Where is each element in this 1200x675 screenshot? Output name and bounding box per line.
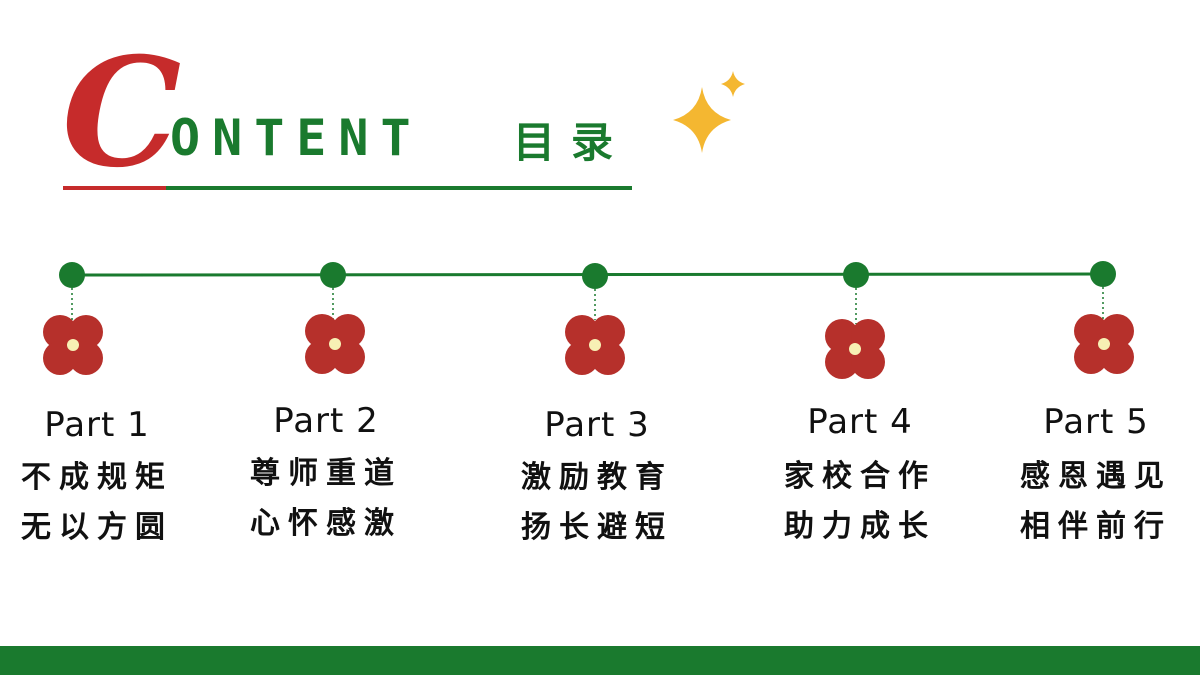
- section-line-1: 不成规矩: [21, 460, 173, 495]
- timeline-node-2: [305, 262, 365, 374]
- title-mulu: 目录: [513, 118, 630, 167]
- section-part-label: Part 3: [544, 405, 650, 445]
- section-line-2: 无以方圆: [21, 510, 173, 545]
- timeline: [43, 261, 1134, 379]
- section-line-2: 心怀感激: [250, 506, 402, 541]
- sparkle-icon: [673, 71, 745, 153]
- timeline-dot: [59, 262, 85, 288]
- section-part-label: Part 4: [807, 402, 913, 442]
- title-underline-green: [166, 186, 632, 190]
- bottom-bar: [0, 646, 1200, 675]
- timeline-node-5: [1074, 261, 1134, 374]
- timeline-dot: [582, 263, 608, 289]
- flower-icon: [305, 314, 365, 374]
- section-line-1: 家校合作: [784, 459, 936, 494]
- flower-icon: [565, 315, 625, 375]
- section-line-2: 助力成长: [784, 509, 936, 544]
- flower-icon: [1074, 314, 1134, 374]
- timeline-dot: [320, 262, 346, 288]
- section-line-1: 激励教育: [521, 460, 673, 495]
- timeline-dot: [843, 262, 869, 288]
- title-underline-red: [63, 186, 166, 190]
- section-line-2: 相伴前行: [1020, 509, 1172, 544]
- sparkle-large-icon: [673, 87, 731, 153]
- flower-icon: [825, 319, 885, 379]
- flower-icon: [43, 315, 103, 375]
- title-content: ONTENT: [170, 109, 423, 167]
- section-5: Part 5 感恩遇见 相伴前行: [986, 402, 1200, 552]
- timeline-node-1: [43, 262, 103, 375]
- sparkle-small-icon: [721, 71, 745, 97]
- timeline-node-3: [565, 263, 625, 375]
- title-initial-c: C: [62, 25, 182, 201]
- section-4: Part 4 家校合作 助力成长: [750, 402, 970, 552]
- section-part-label: Part 1: [44, 405, 150, 445]
- timeline-node-4: [825, 262, 885, 379]
- section-3: Part 3 激励教育 扬长避短: [487, 405, 707, 553]
- section-part-label: Part 5: [1043, 402, 1149, 442]
- section-1: Part 1 不成规矩 无以方圆: [0, 405, 207, 553]
- section-line-1: 感恩遇见: [1020, 459, 1172, 494]
- section-2: Part 2 尊师重道 心怀感激: [216, 401, 436, 549]
- section-part-label: Part 2: [273, 401, 379, 441]
- timeline-dot: [1090, 261, 1116, 287]
- section-line-1: 尊师重道: [250, 456, 402, 491]
- section-line-2: 扬长避短: [521, 510, 673, 545]
